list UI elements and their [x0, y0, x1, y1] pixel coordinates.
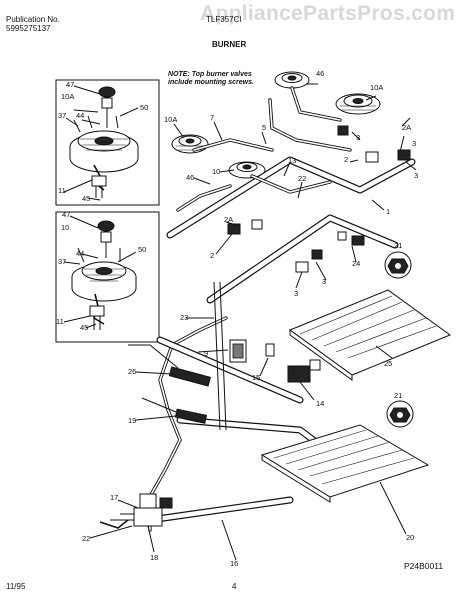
callout-label: 45	[80, 323, 88, 332]
pressure-regulator	[99, 493, 173, 529]
callout-label: 3	[412, 139, 416, 148]
model-number: TLF357CI	[206, 15, 242, 24]
callout-label: 47	[66, 80, 74, 89]
callout-label: 50	[138, 245, 146, 254]
callout-label: 19	[128, 416, 136, 425]
safety-valve-14	[287, 359, 321, 383]
igniter-26	[128, 344, 211, 387]
callout-label: 9	[204, 349, 208, 358]
oven-gas-line	[146, 316, 228, 532]
callout-labels: 47 10A 50 37 44 11 45 47 10 37 44 50 11 …	[56, 69, 418, 568]
callout-label: 17	[110, 493, 118, 502]
callout-label: 11	[56, 317, 64, 326]
callout-label: 7	[210, 113, 214, 122]
burner-tubes	[176, 86, 352, 212]
top-burner-front-10	[228, 161, 266, 179]
callout-label: 2A	[402, 123, 411, 132]
callout-label: 22	[298, 174, 306, 183]
callout-label: 3	[414, 171, 418, 180]
callout-label: 15	[252, 373, 260, 382]
callout-label: 3	[294, 289, 298, 298]
callout-label: 21	[394, 391, 402, 400]
watermark: AppliancePartsPros.com	[200, 2, 456, 25]
callout-label: 20	[406, 533, 414, 542]
top-burner-rear-left	[171, 134, 209, 154]
callout-label: 18	[150, 553, 158, 562]
section-title: BURNER	[212, 40, 247, 49]
detail-box-10a	[55, 79, 160, 206]
nut-21-lower	[386, 400, 414, 428]
callout-label: 10A	[61, 92, 74, 101]
top-burner-rear-right	[274, 71, 310, 89]
callout-label: 21	[394, 241, 402, 250]
callout-label: 37	[58, 257, 66, 266]
callout-label: 47	[62, 210, 70, 219]
spark-module	[229, 339, 275, 363]
callout-label: 37	[58, 111, 66, 120]
callout-label: 10A	[370, 83, 383, 92]
callout-label: 23	[180, 313, 188, 322]
publication-number: 5995275137	[6, 24, 51, 33]
callout-label: 1	[386, 207, 390, 216]
baffle-tray-20	[260, 424, 430, 503]
callout-label: 46	[186, 173, 194, 182]
note-text: NOTE: Top burner valves include mounting…	[168, 71, 254, 86]
detail-box-10	[55, 211, 160, 343]
inset-burner-10	[71, 220, 137, 330]
footer-date: 11/95	[6, 582, 26, 591]
callout-label: 10	[61, 223, 69, 232]
callout-label: 5	[262, 123, 266, 132]
callout-label: 11	[58, 186, 66, 195]
igniter-19	[141, 397, 208, 424]
callout-label: 44	[76, 249, 84, 258]
callout-label: 10A	[164, 115, 177, 124]
callout-label: 45	[82, 194, 90, 203]
callout-label: 26	[128, 367, 136, 376]
callout-label: 13	[288, 156, 296, 165]
callout-label: 3	[322, 277, 326, 286]
burner-valves	[227, 125, 411, 273]
callout-label: 25	[384, 359, 392, 368]
inset-burner-10a	[69, 86, 139, 198]
callout-label: 2A	[224, 215, 233, 224]
callout-label: 3	[356, 133, 360, 142]
callout-label: 24	[352, 259, 360, 268]
callout-label: 14	[316, 399, 324, 408]
callout-label: 22	[82, 534, 90, 543]
callout-label: 16	[230, 559, 238, 568]
nut-21-upper	[384, 251, 412, 279]
leader-lines	[63, 83, 417, 561]
callout-label: 50	[140, 103, 148, 112]
manifold-pipe	[166, 156, 416, 304]
footer-page: 4	[232, 582, 237, 591]
callout-label: 10	[212, 167, 220, 176]
callout-label: 2	[210, 251, 214, 260]
callout-label: 44	[76, 111, 84, 120]
publication-label: Publication No.	[6, 15, 60, 24]
figure-code: P24B0011	[404, 561, 444, 571]
callout-label: 2	[344, 155, 348, 164]
callout-label: 46	[316, 69, 324, 78]
baffle-tray-25	[288, 289, 452, 381]
